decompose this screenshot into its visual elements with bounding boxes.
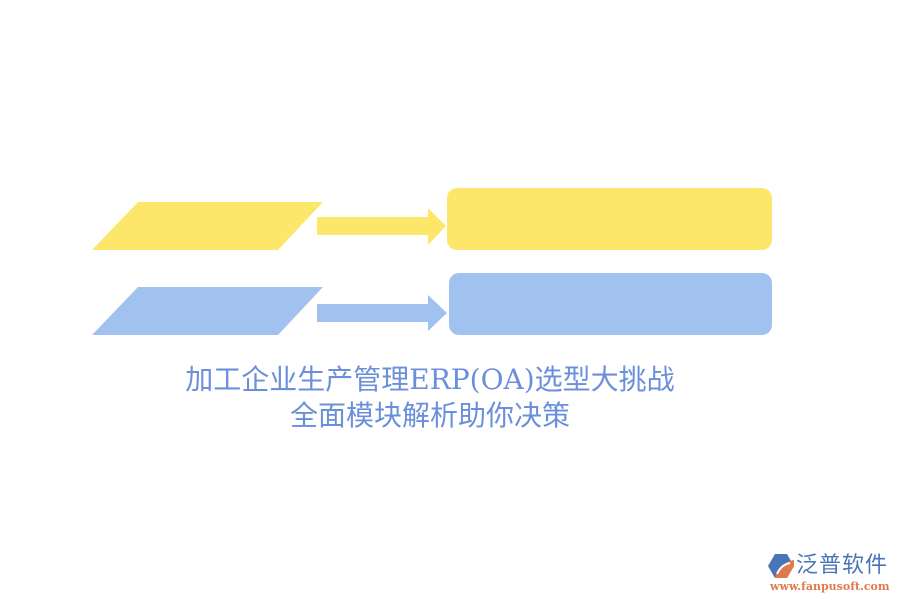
fanpu-logo-mark-icon: [768, 554, 794, 578]
arrow-right-blue: [317, 295, 447, 331]
title-line-1: 加工企业生产管理ERP(OA)选型大挑战: [185, 363, 675, 396]
output-box-yellow: [447, 188, 772, 250]
input-parallelogram-blue: [92, 287, 323, 335]
arrow-right-yellow: [317, 208, 446, 245]
flow-row-yellow: [92, 188, 772, 250]
diagram-title: 加工企业生产管理ERP(OA)选型大挑战 全面模块解析助你决策: [0, 362, 860, 434]
input-parallelogram-yellow: [92, 202, 323, 250]
output-box-blue: [449, 273, 772, 335]
logo-url: www.fanpusoft.com: [770, 580, 890, 593]
brand-logo: 泛普软件 www.fanpusoft.com: [766, 552, 894, 596]
logo-brand-name: 泛普软件: [796, 553, 889, 578]
flow-row-blue: [92, 273, 772, 335]
title-line-2: 全面模块解析助你决策: [289, 399, 570, 432]
